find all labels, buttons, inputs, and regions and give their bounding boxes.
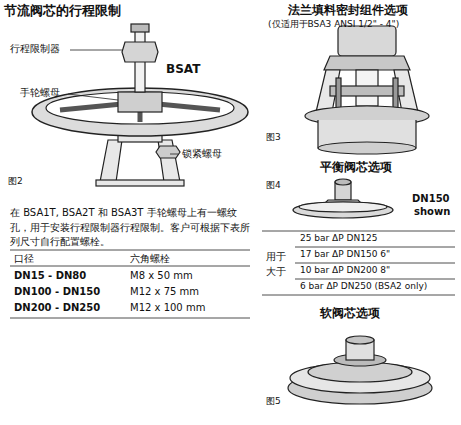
table-cell: 17 bar ΔP DN150 6"	[300, 249, 390, 260]
table-cell: M12 x 75 mm	[130, 286, 199, 298]
table-cell: 6 bar ΔP DN250 (BSA2 only)	[300, 281, 427, 292]
figure-number: 图4	[266, 180, 281, 191]
size-note: shown	[414, 206, 450, 218]
table-cell: DN200 - DN250	[14, 302, 100, 314]
size-note: DN150	[412, 193, 450, 205]
figure-number: 图5	[266, 396, 281, 407]
model-name: BSAT	[166, 62, 200, 76]
table-cell: 用于 大于	[266, 250, 290, 279]
table-cell: 25 bar ΔP DN125	[300, 233, 377, 244]
section-title: 法兰填料密封组件选项	[288, 3, 408, 17]
part-name: 手轮螺母	[20, 87, 60, 99]
section-title: 节流阀芯的行程限制	[4, 3, 121, 19]
section-title: 软阀芯选项	[320, 306, 380, 320]
note-text: 在 BSA1T, BSA2T 和 BSA3T 手轮螺母上有一螺纹孔，用于安装行程…	[10, 206, 255, 250]
section-title: 平衡阀芯选项	[320, 160, 392, 174]
table-cell: M12 x 100 mm	[130, 302, 205, 314]
part-name: 锁紧螺母	[182, 148, 222, 160]
part-name: 行程限制器	[10, 43, 60, 55]
figure-number: 图3	[266, 132, 281, 143]
table-header: 口径	[14, 253, 34, 265]
table-header: 六角螺栓	[130, 253, 170, 265]
table-cell: 10 bar ΔP DN200 8"	[300, 265, 390, 276]
table-cell: DN15 - DN80	[14, 270, 86, 282]
figure-number: 图2	[8, 176, 23, 187]
table-cell: M8 x 50 mm	[130, 270, 193, 282]
note-text: (仅适用于BSA3 ANSI 1/2" - 4")	[268, 19, 399, 30]
table-cell: DN100 - DN150	[14, 286, 100, 298]
